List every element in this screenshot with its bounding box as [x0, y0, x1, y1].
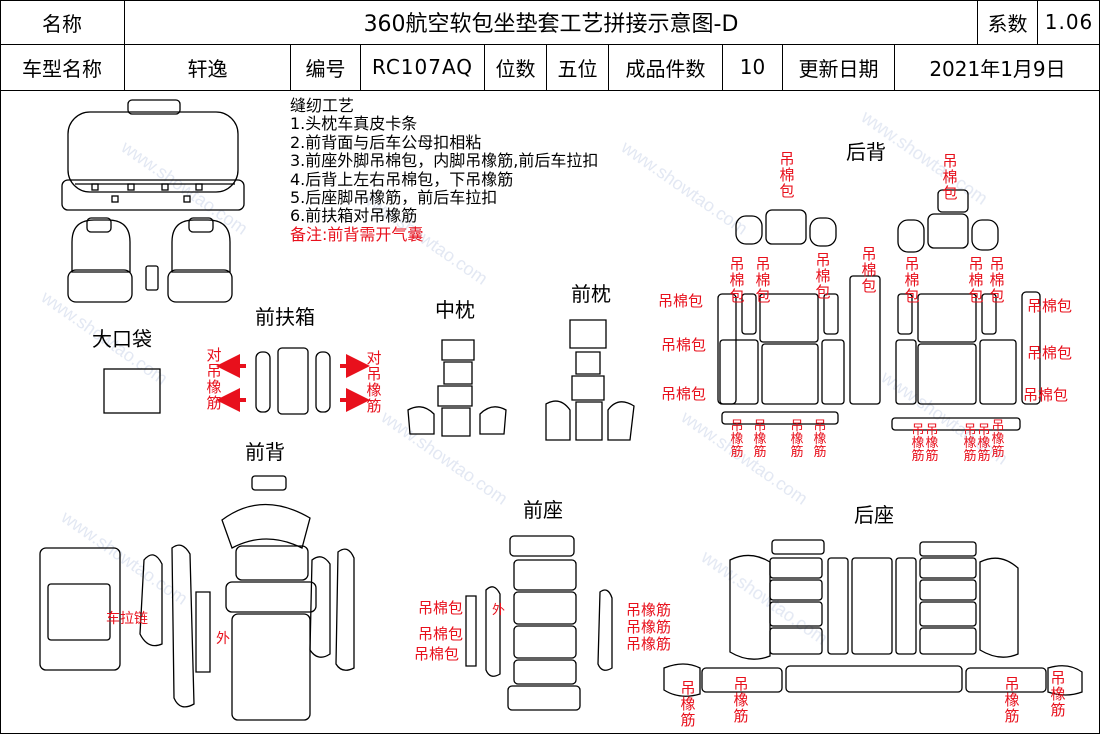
- label-big-pocket: 大口袋: [92, 327, 152, 351]
- annotation-hang-cotton-bag: 吊棉包: [779, 150, 795, 200]
- annotation-hang-elastic: 吊橡筋: [1004, 675, 1020, 725]
- annotation-hang-elastic: 吊橡筋: [730, 419, 744, 460]
- annotation-outer: 外: [216, 631, 230, 647]
- annotation-hang-cotton-bag: 吊棉包: [661, 336, 707, 354]
- date-label: 更新日期: [783, 44, 895, 90]
- annotation-hang-cotton-bag: 吊棉包: [1027, 297, 1073, 315]
- armrest-arrows: [216, 354, 370, 412]
- remark-note: 备注:前背需开气囊: [290, 224, 424, 244]
- seats-value: 五位: [547, 44, 609, 90]
- note-item: 1.头枕车真皮卡条: [290, 114, 418, 134]
- watermark-text: www.showtao.com: [117, 136, 251, 238]
- annotation-hang-cotton-bag: 吊棉包: [658, 292, 704, 310]
- annotation-hang-elastic: 吊橡筋: [733, 675, 749, 725]
- annotation-hang-elastic: 吊橡筋: [991, 419, 1005, 460]
- rear-back-pieces: [717, 189, 1041, 431]
- annotation-hang-cotton-bag: 吊棉包: [418, 625, 464, 643]
- header-row-2: 车型名称 轩逸 编号 RC107AQ 位数 五位 成品件数 10 更新日期 20…: [0, 44, 1100, 91]
- outlines: [39, 99, 1083, 721]
- note-item: 5.后座脚吊橡筋，前后车拉扣: [290, 188, 498, 208]
- watermark-text: www.showtao.com: [697, 546, 831, 648]
- note-item: 4.后背上左右吊棉包，下吊橡筋: [290, 169, 514, 189]
- note-item: 6.前扶箱对吊橡筋: [290, 206, 418, 226]
- big-pocket-piece: [103, 368, 161, 414]
- annotation-zipper: 车拉链: [106, 611, 148, 627]
- annotation-hang-elastic: 吊橡筋: [680, 679, 696, 729]
- annotation-hang-elastic: 吊橡筋: [1050, 669, 1066, 719]
- seat-front-views: [67, 217, 233, 303]
- label-rear-seat: 后座: [854, 503, 894, 527]
- annotation-hang-elastic: 吊橡筋: [813, 419, 827, 460]
- front-armrest-pieces: [255, 347, 331, 415]
- middle-pillow-pieces: [407, 339, 507, 437]
- annotation-hang-cotton-bag: 吊棉包: [729, 255, 745, 305]
- seat-top-view: [61, 99, 245, 211]
- pieces-label: 成品件数: [609, 44, 723, 90]
- annotation-hang-cotton-bag: 吊棉包: [942, 152, 958, 202]
- annotation-hang-cotton-bag: 吊棉包: [1023, 386, 1069, 404]
- annotation-hang-elastic: 吊橡筋: [977, 423, 991, 464]
- annotation-hang-elastic: 吊橡筋: [626, 618, 672, 636]
- name-label: 名称: [0, 0, 125, 44]
- header-row-1: 名称 360航空软包坐垫套工艺拼接示意图-D 系数 1.06: [0, 0, 1100, 45]
- pieces-value: 10: [723, 44, 783, 90]
- annotation-outer: 外: [492, 603, 506, 618]
- note-item: 2.前背面与后车公母扣相粘: [290, 132, 482, 152]
- annotation-pair-hang-elastic-left: 对吊橡筋: [206, 346, 222, 412]
- annotation-hang-cotton-bag: 吊棉包: [1027, 344, 1073, 362]
- label-middle-pillow: 中枕: [435, 298, 475, 322]
- label-front-seat: 前座: [523, 498, 563, 522]
- annotation-hang-cotton-bag: 吊棉包: [418, 599, 464, 617]
- annotation-hang-elastic: 吊橡筋: [753, 419, 767, 460]
- note-item: 3.前座外脚吊棉包，内脚吊橡筋,前后车拉扣: [290, 151, 599, 171]
- front-pillow-pieces: [545, 319, 635, 441]
- front-seat-pieces: [465, 535, 613, 711]
- annotation-hang-elastic: 吊橡筋: [963, 423, 977, 464]
- notes-heading: 缝纫工艺: [290, 96, 355, 115]
- annotation-hang-cotton-bag: 吊棉包: [989, 255, 1005, 305]
- annotation-hang-elastic: 吊橡筋: [925, 423, 939, 464]
- front-back-pieces: [39, 475, 355, 721]
- label-front-back: 前背: [245, 440, 285, 464]
- annotation-hang-cotton-bag: 吊棉包: [815, 251, 831, 301]
- coefficient-label: 系数: [978, 0, 1038, 44]
- label-front-pillow: 前枕: [571, 282, 611, 306]
- seats-label: 位数: [485, 44, 547, 90]
- label-front-armrest: 前扶箱: [255, 305, 315, 329]
- annotation-hang-elastic: 吊橡筋: [790, 419, 804, 460]
- annotation-hang-elastic: 吊橡筋: [626, 635, 672, 653]
- rear-seat-pieces: [663, 539, 1083, 697]
- annotation-hang-cotton-bag: 吊棉包: [661, 385, 707, 403]
- annotation-pair-hang-elastic-right: 对吊橡筋: [366, 349, 382, 415]
- model-value: 轩逸: [125, 44, 291, 90]
- annotation-hang-cotton-bag: 吊棉包: [861, 245, 877, 295]
- annotation-hang-cotton-bag: 吊棉包: [755, 255, 771, 305]
- annotation-hang-elastic: 吊橡筋: [911, 423, 925, 464]
- watermark-text: www.showtao.com: [57, 506, 191, 608]
- label-rear-back: 后背: [846, 140, 886, 164]
- sewing-process-notes: 缝纫工艺 1.头枕车真皮卡条 2.前背面与后车公母扣相粘 3.前座外脚吊棉包，内…: [290, 96, 599, 244]
- diagram-title: 360航空软包坐垫套工艺拼接示意图-D: [125, 0, 978, 44]
- annotation-hang-cotton-bag: 吊棉包: [968, 255, 984, 305]
- date-value: 2021年1月9日: [929, 56, 1066, 81]
- code-value: RC107AQ: [361, 44, 485, 90]
- code-label: 编号: [291, 44, 361, 90]
- watermark-text: www.showtao.com: [377, 406, 511, 508]
- annotation-hang-cotton-bag: 吊棉包: [904, 255, 920, 305]
- annotation-hang-elastic: 吊橡筋: [626, 601, 672, 619]
- coefficient-value: 1.06: [1044, 10, 1094, 34]
- annotation-hang-cotton-bag: 吊棉包: [414, 645, 460, 663]
- model-label: 车型名称: [0, 44, 125, 90]
- watermark-text: www.showtao.com: [617, 136, 751, 238]
